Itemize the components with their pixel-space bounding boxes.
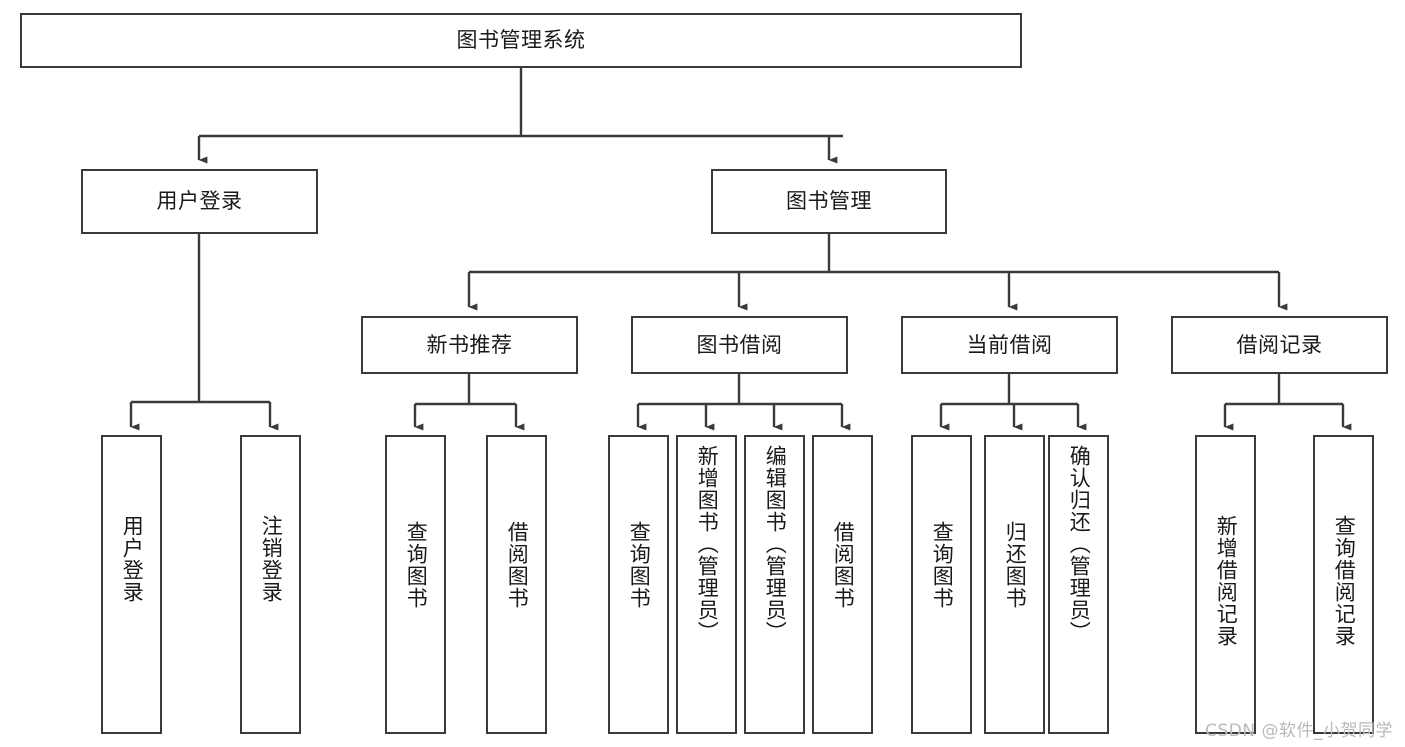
node-leaf-user-logout[interactable]: 注销登录 [240, 435, 301, 734]
node-leaf-user-login-label: 用户登录 [120, 515, 145, 603]
node-leaf-cur-query-label: 查询图书 [930, 521, 955, 609]
node-user-login[interactable]: 用户登录 [81, 169, 318, 234]
node-borrow-record-label: 借阅记录 [1236, 332, 1323, 357]
node-leaf-rec-add[interactable]: 新增借阅记录 [1195, 435, 1256, 734]
node-user-login-label: 用户登录 [156, 189, 243, 214]
node-new-book-rec[interactable]: 新书推荐 [361, 316, 578, 374]
edge-bookborrow-to-leaves [636, 374, 851, 431]
node-leaf-rec-add-label: 新增借阅记录 [1214, 515, 1239, 647]
node-leaf-user-login[interactable]: 用户登录 [101, 435, 162, 734]
node-leaf-rec-borrow[interactable]: 借阅图书 [486, 435, 547, 734]
node-leaf-cur-confirm-label: 确认归还（管理员） [1067, 445, 1092, 643]
node-leaf-borrow-edit-label: 编辑图书（管理员） [763, 445, 788, 643]
node-book-borrow[interactable]: 图书借阅 [631, 316, 848, 374]
csdn-watermark: CSDN @软件_小贺同学 [1205, 721, 1393, 741]
node-leaf-rec-search-label: 查询借阅记录 [1332, 515, 1357, 647]
node-leaf-rec-query-label: 查询图书 [404, 521, 429, 609]
node-book-manage[interactable]: 图书管理 [711, 169, 947, 234]
node-borrow-record[interactable]: 借阅记录 [1171, 316, 1388, 374]
node-leaf-borrow-do-label: 借阅图书 [831, 521, 856, 609]
node-current-borrow[interactable]: 当前借阅 [901, 316, 1118, 374]
node-leaf-cur-query[interactable]: 查询图书 [911, 435, 972, 734]
node-new-book-rec-label: 新书推荐 [426, 332, 513, 357]
node-leaf-cur-confirm[interactable]: 确认归还（管理员） [1048, 435, 1109, 734]
node-root[interactable]: 图书管理系统 [20, 13, 1022, 68]
node-book-borrow-label: 图书借阅 [696, 332, 783, 357]
node-leaf-borrow-do[interactable]: 借阅图书 [812, 435, 873, 734]
node-leaf-borrow-edit[interactable]: 编辑图书（管理员） [744, 435, 805, 734]
node-leaf-cur-return-label: 归还图书 [1003, 521, 1028, 609]
edge-root-to-level2 [197, 68, 843, 164]
edge-bookmanage-to-level3 [467, 234, 1288, 311]
node-root-label: 图书管理系统 [456, 28, 586, 53]
node-leaf-borrow-query[interactable]: 查询图书 [608, 435, 669, 734]
edge-borrowrecord-to-leaves [1223, 374, 1352, 431]
node-book-manage-label: 图书管理 [786, 189, 872, 214]
edge-newbookrec-to-leaves [413, 374, 525, 431]
node-current-borrow-label: 当前借阅 [966, 332, 1053, 357]
node-leaf-cur-return[interactable]: 归还图书 [984, 435, 1045, 734]
edge-currentborrow-to-leaves [939, 374, 1087, 431]
node-leaf-rec-search[interactable]: 查询借阅记录 [1313, 435, 1374, 734]
node-leaf-user-logout-label: 注销登录 [259, 515, 284, 603]
node-leaf-rec-borrow-label: 借阅图书 [505, 521, 530, 609]
node-leaf-borrow-add[interactable]: 新增图书（管理员） [676, 435, 737, 734]
node-leaf-borrow-query-label: 查询图书 [627, 521, 652, 609]
node-leaf-rec-query[interactable]: 查询图书 [385, 435, 446, 734]
node-leaf-borrow-add-label: 新增图书（管理员） [695, 445, 720, 643]
edge-userlogin-to-leaves [129, 234, 279, 431]
